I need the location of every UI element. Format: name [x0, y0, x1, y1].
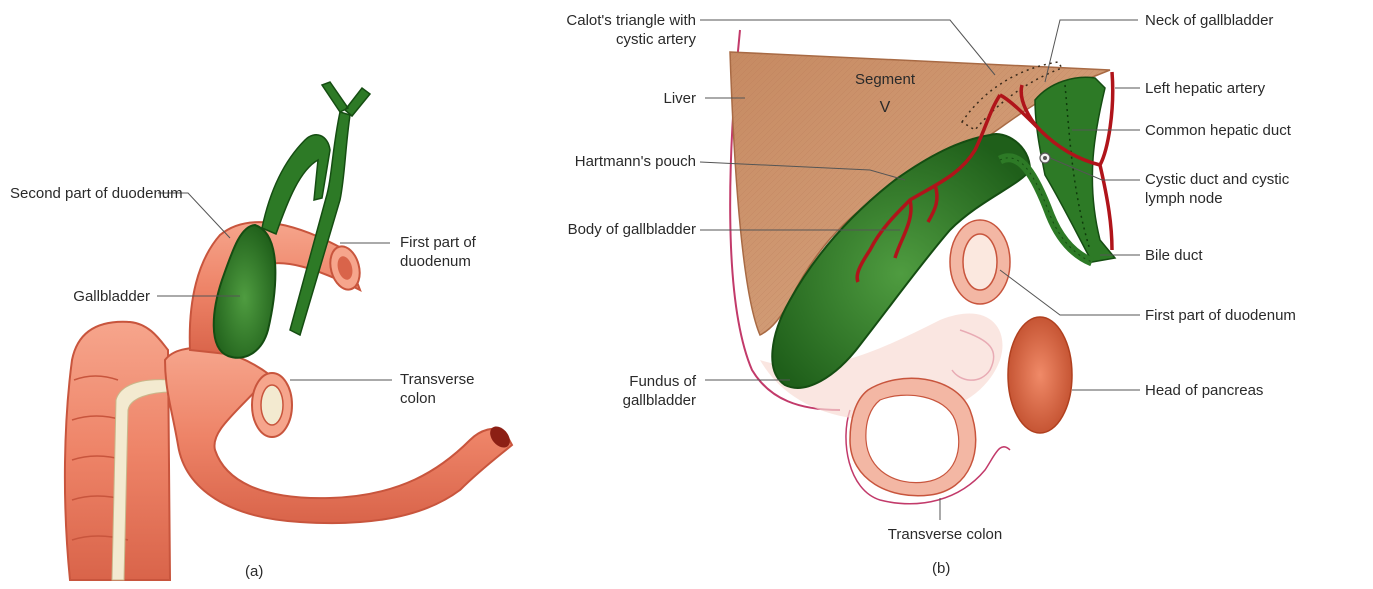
- label-body-gallbladder: Body of gallbladder: [560, 220, 696, 239]
- label-liver: Liver: [600, 89, 696, 108]
- label-neck-gallbladder: Neck of gallbladder: [1145, 11, 1273, 30]
- label-transverse-colon-b: Transverse colon: [860, 525, 1030, 544]
- label-segment-numeral: V: [830, 98, 940, 117]
- label-bile-duct: Bile duct: [1145, 246, 1203, 265]
- label-first-part-duodenum-b: First part of duodenum: [1145, 306, 1296, 325]
- label-first-part-duodenum-a: First part of duodenum: [400, 233, 510, 271]
- label-left-hepatic-artery: Left hepatic artery: [1145, 79, 1265, 98]
- label-gallbladder-a: Gallbladder: [20, 287, 150, 306]
- panel-a-illustration: [65, 82, 514, 580]
- label-common-hepatic-duct: Common hepatic duct: [1145, 121, 1291, 140]
- label-transverse-colon-a: Transverse colon: [400, 370, 510, 408]
- label-cystic-duct-node: Cystic duct and cystic lymph node: [1145, 170, 1305, 208]
- label-segment: Segment: [830, 70, 940, 89]
- head-of-pancreas: [1008, 317, 1072, 433]
- label-calots-triangle: Calot's triangle with cystic artery: [530, 11, 696, 49]
- label-second-part-duodenum: Second part of duodenum: [10, 184, 150, 203]
- common-hepatic-duct: [1035, 77, 1115, 262]
- label-head-pancreas: Head of pancreas: [1145, 381, 1263, 400]
- label-fundus-gallbladder: Fundus of gallbladder: [560, 372, 696, 410]
- caption-a: (a): [245, 563, 263, 580]
- caption-b: (b): [932, 560, 950, 577]
- label-hartmanns-pouch: Hartmann's pouch: [560, 152, 696, 171]
